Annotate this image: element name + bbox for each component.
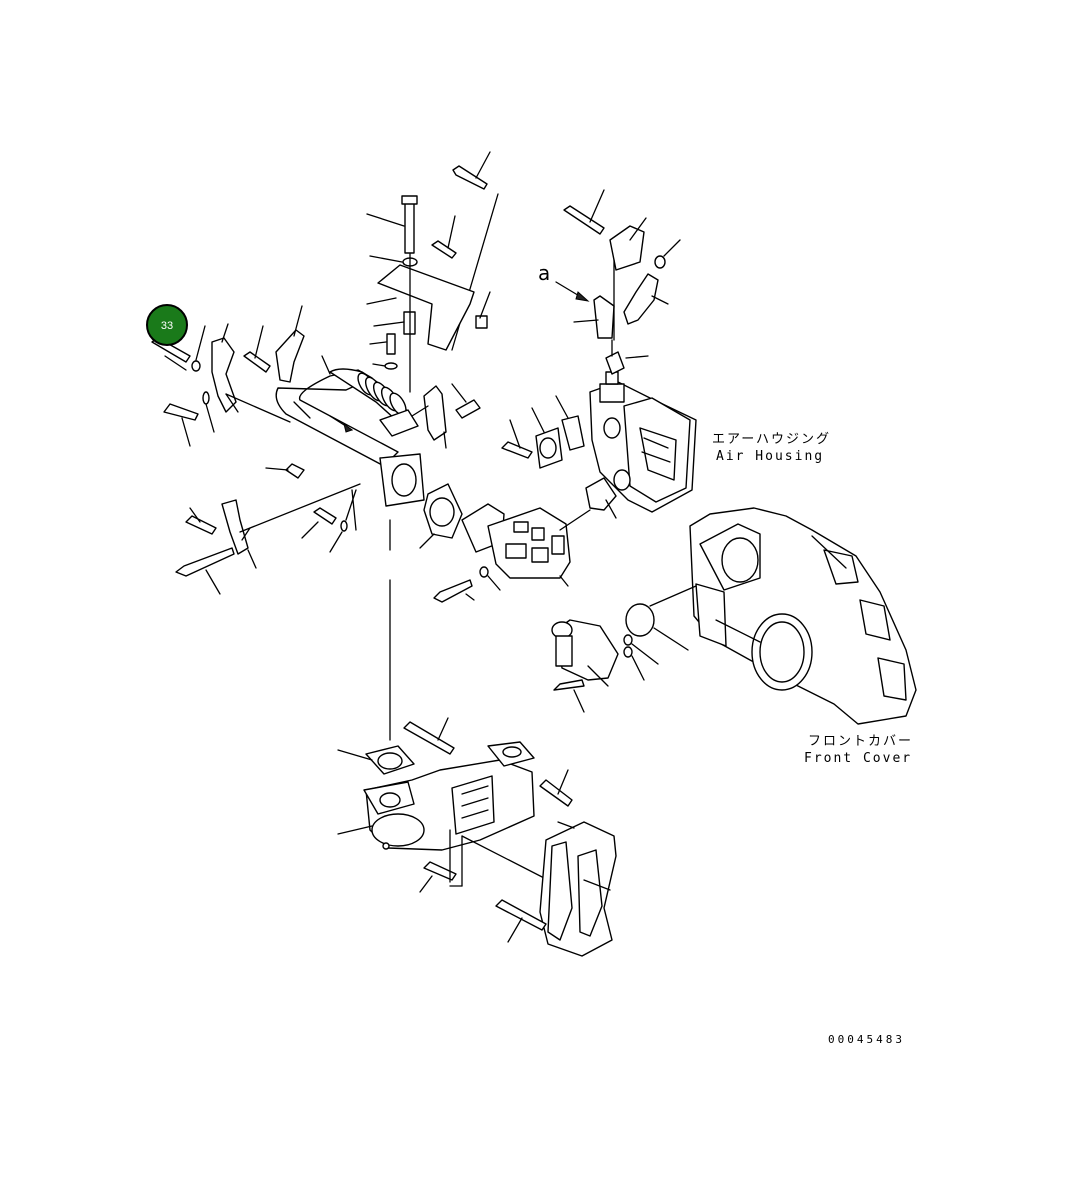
lower-bracket-group [495, 821, 617, 957]
pipe-assembly [275, 355, 481, 507]
callout-badge-circle [146, 304, 188, 346]
callout-badge-33[interactable]: 33 [146, 304, 188, 346]
front-cover-label-jp: フロントカバー [808, 734, 913, 749]
front-cover-label-en: Front Cover [804, 751, 912, 766]
document-number: 00045483 [828, 1033, 905, 1046]
egr-cooler-group [337, 717, 573, 893]
air-housing-label-jp: エアーハウジング [712, 432, 831, 447]
air-housing-group: エアーハウジング Air Housing [501, 371, 831, 513]
egr-valve-group [389, 477, 617, 741]
view-marker-a: a [538, 261, 550, 285]
air-housing-label-en: Air Housing [716, 449, 824, 464]
left-clamp-group [151, 305, 305, 447]
top-bolt-group [366, 151, 499, 393]
sensor-group [551, 619, 619, 713]
callout-number: 33 [161, 320, 173, 332]
view-a-bracket-group: a [538, 189, 681, 375]
mid-left-group [175, 463, 361, 595]
front-cover-group: フロントカバー Front Cover [623, 507, 917, 766]
bellows [357, 372, 407, 416]
